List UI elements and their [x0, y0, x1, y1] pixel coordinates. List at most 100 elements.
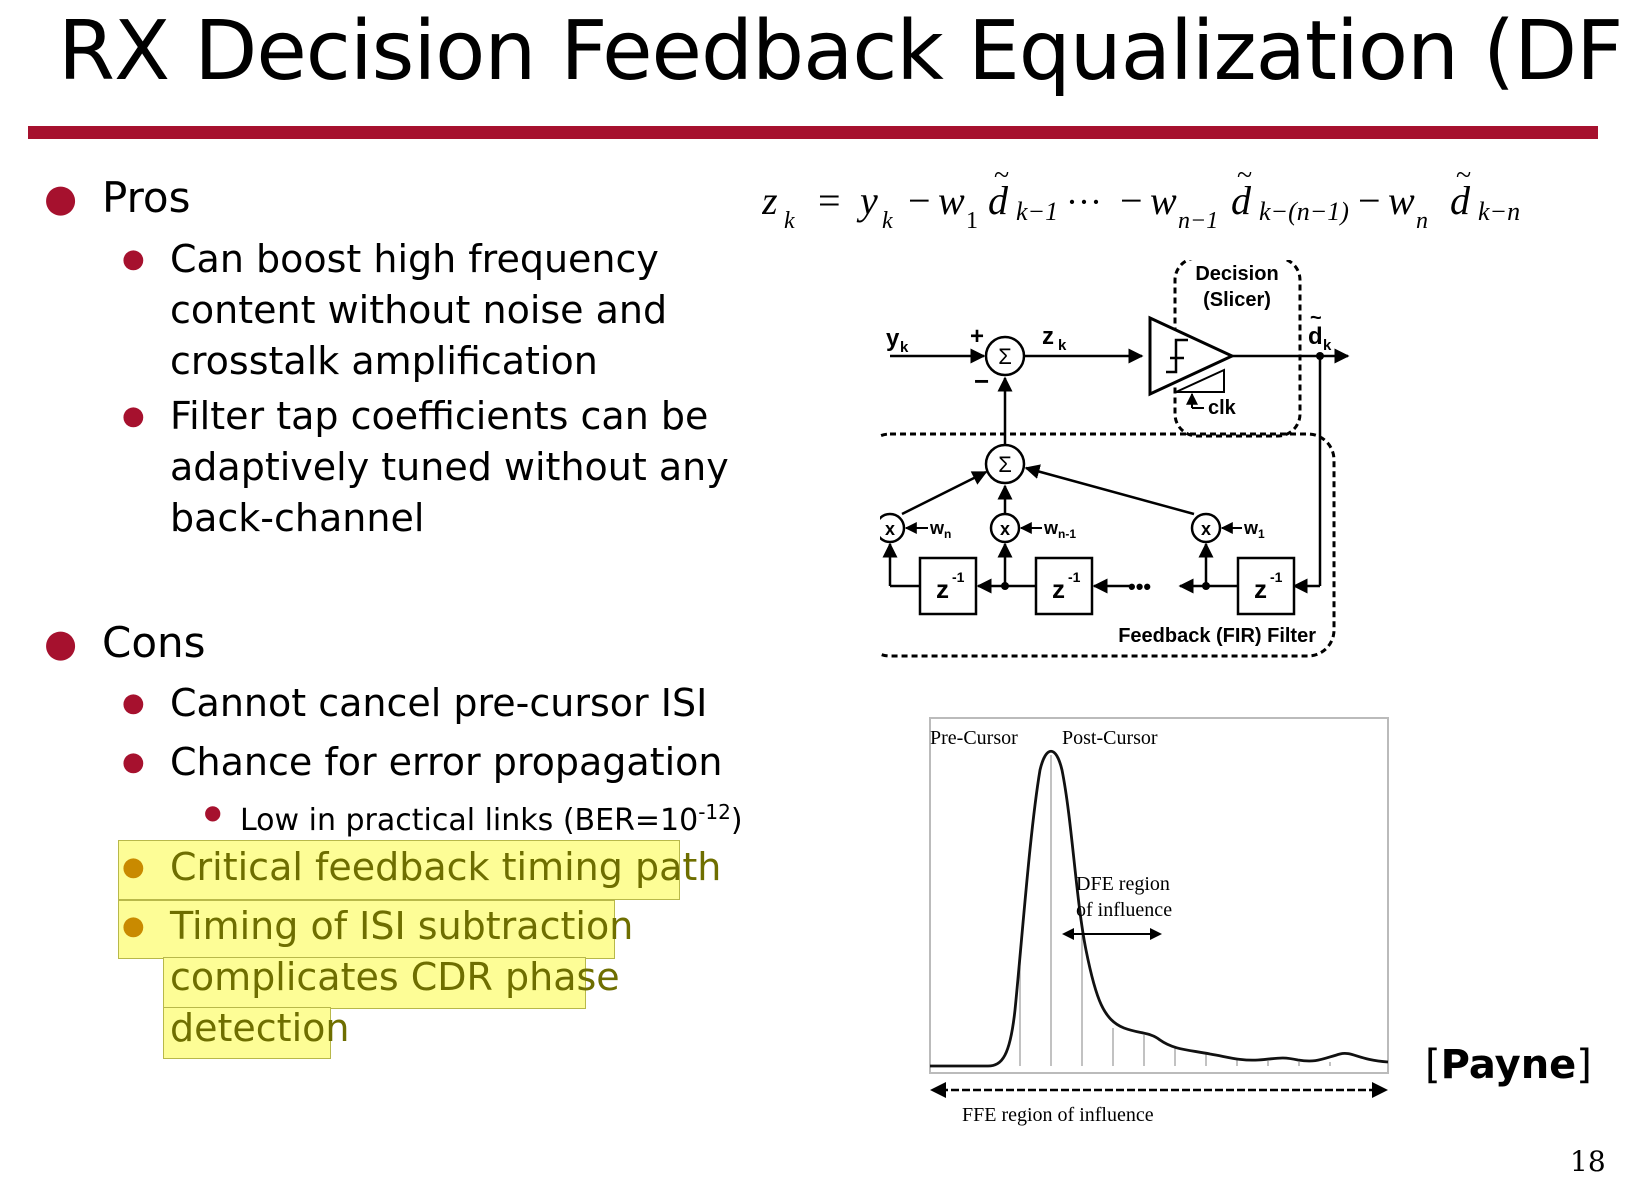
cons-heading: Cons	[102, 618, 206, 667]
multiplier-icon	[880, 512, 906, 544]
pros-item-1: ● Can boost high frequency content witho…	[122, 234, 668, 387]
eq-d: d	[1450, 178, 1471, 223]
citation: [Payne]	[1425, 1040, 1592, 1090]
eq-tilde: ~	[1456, 162, 1471, 191]
delay-label: z	[1052, 574, 1065, 604]
bullet-icon: ●	[122, 852, 145, 882]
dfe-equation: z k = y k − w 1 ~ d k−1 ··· − w n−1 ~ d …	[762, 162, 1520, 234]
eq-d1-sub: k−1	[1016, 197, 1058, 226]
eq-y-sub: k	[882, 208, 893, 234]
multiplier-icon	[989, 512, 1021, 544]
title-underline	[28, 126, 1598, 139]
cons-item-1-text: Cannot cancel pre-cursor ISI	[170, 681, 708, 725]
bullet-list: ● Pros ● Can boost high frequency conten…	[0, 0, 760, 1186]
pulse-response-curve	[930, 749, 1389, 1068]
dfe-region-label-1: DFE region	[1076, 873, 1170, 895]
sigma-label: Σ	[998, 344, 1012, 369]
pros-item-1-line: Can boost high frequency	[170, 237, 659, 281]
cons-item-1: ● Cannot cancel pre-cursor ISI	[122, 678, 708, 729]
cons-heading-item: ● Cons	[44, 618, 206, 668]
pros-item-1-line: content without noise and	[170, 288, 668, 332]
pulse-response-figure: Pre-Cursor Post-Cursor DFE region of inf…	[929, 717, 1389, 1126]
delay-block	[918, 556, 978, 616]
output-tilde: ~	[1310, 307, 1322, 329]
pros-heading-item: ● Pros	[44, 173, 191, 223]
slicer-dashed-box	[1173, 260, 1302, 438]
bullet-icon: ●	[44, 621, 78, 665]
tap-wn-sub: n	[944, 527, 951, 541]
mult-label: x	[885, 519, 895, 539]
clk-label: clk	[1208, 397, 1237, 419]
cons-sub-item-close: )	[730, 803, 743, 838]
fir-dashed-box	[880, 432, 1336, 658]
eq-dn-sub: k−n	[1478, 197, 1520, 226]
highlight-box	[163, 1007, 331, 1059]
multiplier-icon	[1190, 512, 1222, 544]
clock-wedge-icon	[1175, 368, 1225, 393]
cons-highlighted-item-2-line: Timing of ISI subtraction	[170, 904, 634, 948]
output-sub: k	[1323, 337, 1332, 354]
eq-wn1-sub: n−1	[1178, 208, 1218, 234]
input-label: y	[886, 325, 900, 352]
dfe-block-diagram: Decision (Slicer) y k + − Σ z k clk d k …	[880, 260, 1350, 658]
ber-exponent: -12	[698, 800, 731, 824]
highlight-box	[163, 957, 586, 1009]
mult-label: x	[1000, 519, 1010, 539]
slicer-icon	[1148, 315, 1236, 397]
plot-frame	[929, 717, 1389, 1074]
sigma-label: Σ	[998, 452, 1012, 477]
delay-exp: -1	[1068, 569, 1081, 585]
cons-sub-item: ● Low in practical links (BER=10-12)	[204, 792, 743, 841]
eq-w1: w	[938, 178, 965, 223]
tap-wn1-label: w	[1043, 518, 1059, 538]
eq-y: y	[856, 178, 878, 223]
eq-equals: =	[818, 178, 841, 223]
cons-item-2-text: Chance for error propagation	[170, 740, 723, 784]
eq-minus: −	[908, 178, 931, 223]
eq-z: z	[762, 178, 778, 223]
slicer-title-line1: Decision	[1195, 263, 1278, 285]
eq-d: d	[1231, 178, 1252, 223]
delay-block	[1034, 556, 1094, 616]
fir-filter-label: Feedback (FIR) Filter	[1118, 625, 1316, 647]
eq-minus: −	[1120, 178, 1143, 223]
tap-wn-label: w	[929, 518, 945, 538]
cons-highlighted-item-2: ● Timing of ISI subtraction complicates …	[122, 901, 634, 1054]
pros-item-2-line: adaptively tuned without any	[170, 445, 729, 489]
eq-wn: w	[1388, 178, 1415, 223]
eq-tilde: ~	[994, 162, 1009, 191]
pros-item-2: ● Filter tap coefficients can be adaptiv…	[122, 391, 729, 544]
pros-heading: Pros	[102, 173, 191, 222]
cons-highlighted-item-2-line: detection	[170, 1006, 350, 1050]
delay-label: z	[936, 574, 949, 604]
tap-w1-label: w	[1243, 518, 1259, 538]
delay-exp: -1	[1270, 569, 1283, 585]
citation-open: [	[1425, 1042, 1441, 1088]
zk-sub: k	[1058, 337, 1067, 354]
eq-tilde: ~	[1237, 162, 1252, 191]
citation-name: Payne	[1440, 1042, 1577, 1088]
cons-highlighted-item-1: ● Critical feedback timing path	[122, 842, 721, 893]
delay-exp: -1	[952, 569, 965, 585]
slide-title: RX Decision Feedback Equalization (DFE)	[58, 4, 1626, 99]
zk-label: z	[1042, 323, 1054, 350]
citation-close: ]	[1576, 1042, 1592, 1088]
chain-ellipsis: •••	[1128, 574, 1151, 599]
eq-wn1: w	[1150, 178, 1177, 223]
bullet-icon: ●	[122, 244, 145, 274]
pros-item-2-line: back-channel	[170, 496, 425, 540]
dfe-region-label-2: of influence	[1076, 899, 1172, 921]
mult-label: x	[1201, 519, 1211, 539]
cons-item-2: ● Chance for error propagation	[122, 737, 723, 788]
pros-item-1-line: crosstalk amplification	[170, 339, 598, 383]
eq-dn1-sub: k−(n−1)	[1259, 197, 1349, 226]
cons-sub-item-text: Low in practical links (BER=10	[240, 803, 699, 838]
eq-minus: −	[1358, 178, 1381, 223]
delay-label: z	[1254, 574, 1267, 604]
slicer-title-line2: (Slicer)	[1203, 289, 1271, 311]
eq-z-sub: k	[784, 208, 795, 234]
eq-w1-sub: 1	[966, 208, 978, 234]
ffe-region-label: FFE region of influence	[962, 1104, 1154, 1126]
bullet-icon: ●	[122, 401, 145, 431]
cons-highlighted-item-2-line: complicates CDR phase	[170, 955, 620, 999]
